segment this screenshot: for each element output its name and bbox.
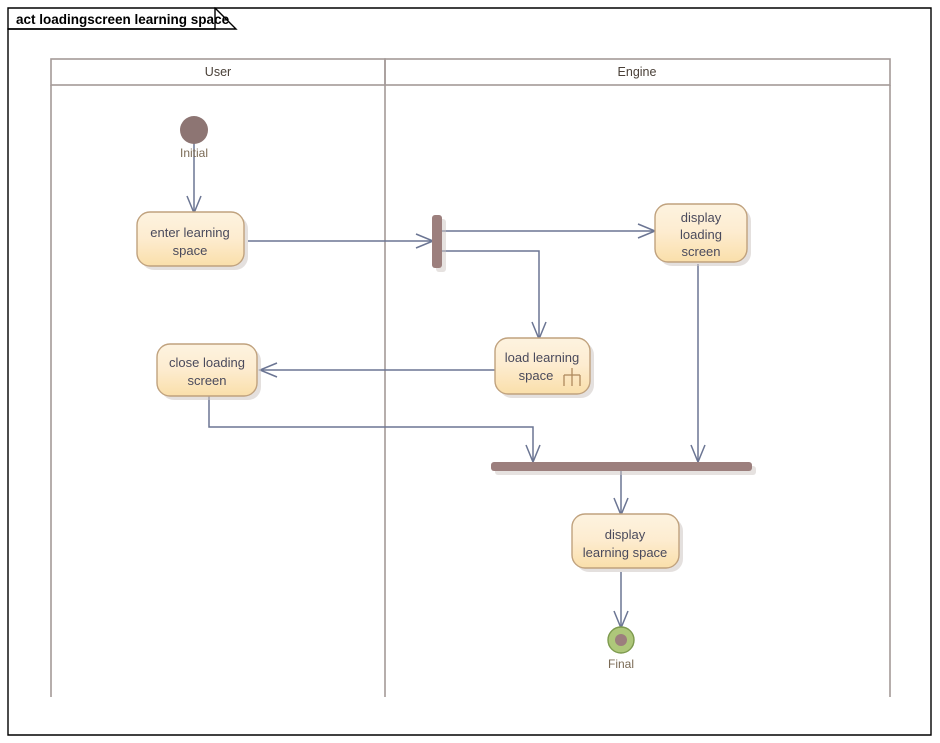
final-node-inner-dot — [615, 634, 627, 646]
engine-lane-label: Engine — [618, 65, 657, 79]
fork-bar[interactable] — [432, 215, 446, 272]
display-loading-screen-label-line1: display — [681, 210, 722, 225]
enter-learning-space-box — [136, 211, 245, 267]
display-learning-space-label-line1: display — [605, 527, 646, 542]
initial-node-circle — [180, 116, 208, 144]
display-learning-space-box — [571, 513, 680, 569]
diagram-frame — [7, 7, 932, 736]
display-learning-space-label-line2: learning space — [583, 545, 668, 560]
action-display-loading-screen[interactable]: display loading screen — [654, 203, 751, 266]
swimlane-container — [50, 58, 891, 697]
action-load-learning-space[interactable]: load learning space — [494, 337, 594, 398]
engine-lane-header — [384, 58, 891, 86]
edge-fork-to-load-learning — [442, 250, 540, 338]
join-bar[interactable] — [491, 462, 756, 475]
enter-learning-space-label-line2: space — [173, 243, 208, 258]
final-node[interactable] — [607, 626, 635, 654]
load-learning-space-box — [494, 337, 591, 395]
rake-icon — [563, 368, 581, 386]
enter-learning-space-label-line1: enter learning — [150, 225, 230, 240]
action-close-loading-screen[interactable]: close loading screen — [156, 343, 261, 400]
display-loading-screen-label-line2: loading — [680, 227, 722, 242]
action-display-learning-space[interactable]: display learning space — [571, 513, 683, 572]
diagram-title: act loadingscreen learning space — [16, 12, 230, 27]
close-loading-screen-label-line2: screen — [187, 373, 226, 388]
join-bar-shape — [491, 462, 752, 471]
initial-node[interactable] — [180, 116, 208, 144]
user-lane-label: User — [205, 65, 231, 79]
final-node-label: Final — [608, 657, 634, 671]
load-learning-space-label-line2: space — [519, 368, 554, 383]
close-loading-screen-label-line1: close loading — [169, 355, 245, 370]
display-loading-screen-label-line3: screen — [681, 244, 720, 259]
display-loading-screen-box — [654, 203, 748, 263]
close-loading-screen-box — [156, 343, 258, 397]
edge-close-to-join — [208, 396, 534, 461]
fork-bar-shape — [432, 215, 442, 268]
load-learning-space-label-line1: load learning — [505, 350, 579, 365]
initial-node-label: Initial — [180, 146, 208, 160]
action-enter-learning-space[interactable]: enter learning space — [136, 211, 248, 270]
